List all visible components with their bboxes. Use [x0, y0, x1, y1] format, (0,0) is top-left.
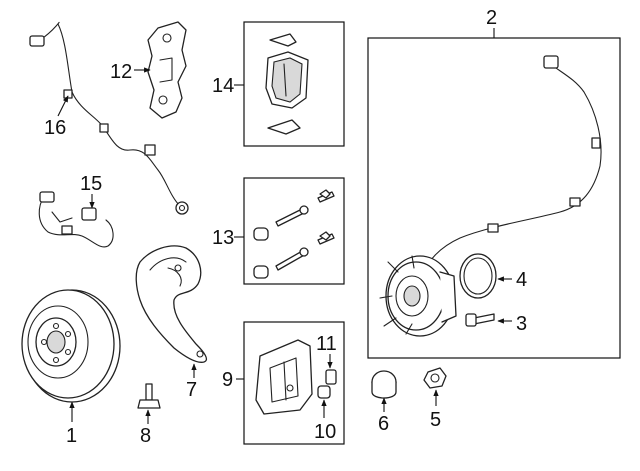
splash-shield-part-7	[135, 245, 208, 363]
callout-label-15: 15	[80, 173, 102, 195]
callout-7: 7	[186, 363, 197, 401]
caliper-bracket-part-12	[147, 21, 187, 119]
callout-label-7: 7	[186, 379, 197, 401]
harness-clip	[61, 225, 73, 235]
harness-plug-2	[81, 207, 97, 221]
pads-kit-box	[243, 21, 345, 147]
callout-16: 16	[44, 95, 69, 139]
caliper-box	[243, 321, 345, 445]
hub-wire-clip-1	[591, 137, 601, 149]
hub-bearing-part-2	[379, 55, 602, 337]
harness-plug-1	[39, 191, 55, 203]
callout-3: 3	[497, 313, 527, 335]
callout-5: 5	[430, 389, 441, 431]
sensor-head	[175, 201, 189, 215]
hub-wire-clip-2	[569, 197, 581, 207]
pad-clip-bottom	[267, 119, 301, 135]
callout-1: 1	[66, 401, 77, 447]
callout-label-5: 5	[430, 409, 441, 431]
callout-label-3: 3	[516, 313, 527, 335]
callout-8: 8	[140, 409, 151, 447]
callout-label-14: 14	[212, 75, 234, 97]
hub-wire-clip-3	[487, 223, 499, 233]
wire-clip-2	[99, 123, 109, 133]
pad-clip-top	[269, 33, 297, 47]
callout-label-11: 11	[316, 333, 337, 355]
sensor-connector-top	[29, 35, 45, 47]
callout-15: 15	[80, 173, 102, 209]
hardware-kit-box	[243, 177, 345, 285]
callout-label-13: 13	[212, 227, 234, 249]
callout-label-4: 4	[516, 269, 527, 291]
hub-cap-part-6	[371, 370, 397, 399]
callout-label-9: 9	[222, 369, 233, 391]
callout-label-8: 8	[140, 425, 151, 447]
callout-label-10: 10	[314, 421, 336, 443]
hub-sensor-connector	[543, 55, 559, 69]
callout-label-16: 16	[44, 117, 66, 139]
speed-sensor-wire-part-16	[29, 22, 189, 215]
callout-14: 14	[212, 75, 244, 97]
callout-9: 9	[222, 369, 244, 391]
callout-10: 10	[314, 399, 336, 443]
bolt-part-8	[137, 383, 161, 409]
callout-label-6: 6	[378, 413, 389, 435]
callout-label-1: 1	[66, 425, 77, 447]
callout-label-2: 2	[486, 7, 497, 29]
callout-12: 12	[110, 61, 151, 83]
o-ring-part-4	[459, 253, 497, 299]
wire-clip-3	[144, 144, 156, 156]
nut-part-5	[423, 367, 447, 389]
hub-bolt-part-3	[465, 313, 495, 327]
callout-4: 4	[497, 269, 527, 291]
callout-6: 6	[378, 397, 389, 435]
harness-connector-part-15	[38, 191, 114, 248]
guide-pin-part-11	[325, 369, 337, 385]
brake-caliper-part-9	[255, 339, 313, 415]
callout-13: 13	[212, 227, 244, 249]
callout-2: 2	[486, 7, 497, 38]
callout-label-12: 12	[110, 61, 132, 83]
brake-rotor-part-1	[21, 289, 121, 403]
guide-boot-part-10	[317, 385, 331, 399]
caliper-hardware-part-13	[253, 189, 335, 279]
brake-pads-part-14	[265, 33, 309, 135]
callout-11: 11	[316, 333, 337, 369]
